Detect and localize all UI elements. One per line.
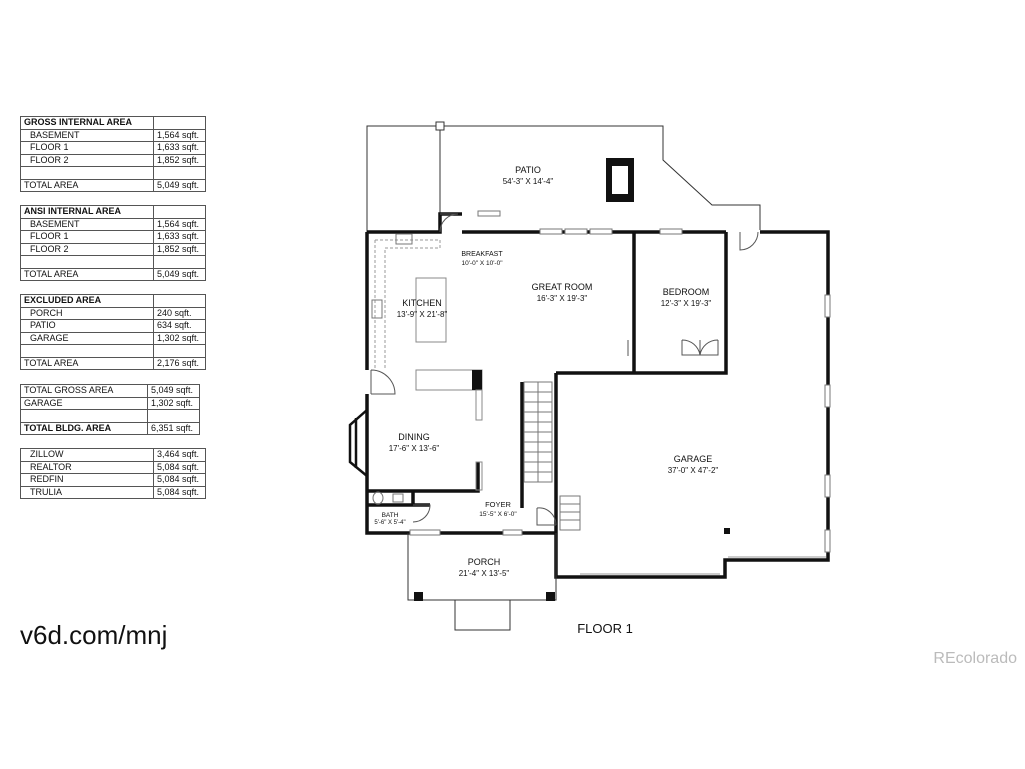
kitchen-counters <box>374 239 441 368</box>
porch-column <box>546 592 555 601</box>
room-name: PATIO <box>515 165 541 175</box>
room-dims: 12'-3" X 19'-3" <box>661 299 712 308</box>
room-name: FOYER <box>485 500 511 509</box>
room-name: PORCH <box>468 557 501 567</box>
windows <box>409 210 831 553</box>
room-dims: 15'-5" X 6'-0" <box>479 511 517 518</box>
room-name: KITCHEN <box>402 298 442 308</box>
total-value: 5,049 sqft. <box>153 267 206 281</box>
room-name: BREAKFAST <box>461 251 503 258</box>
total-label: TOTAL AREA <box>20 267 154 281</box>
room-dims: 5'-6" X 5'-4" <box>374 520 405 526</box>
garage-post <box>724 528 730 534</box>
exterior-walls <box>365 212 830 579</box>
total-bldg-label: TOTAL BLDG. AREA <box>20 421 148 435</box>
pantry-counter <box>415 369 483 491</box>
dining-bay-window <box>348 409 368 477</box>
porch-column <box>414 592 423 601</box>
room-dims: 54'-3" X 14'-4" <box>503 177 554 186</box>
room-dims: 21'-4" X 13'-5" <box>459 569 510 578</box>
row-value: 240 sqft. <box>153 306 206 320</box>
total-value: 5,049 sqft. <box>153 178 206 192</box>
stairs <box>523 381 581 531</box>
room-dims: 37'-0" X 47'-2" <box>668 466 719 475</box>
site-label: TRULIA <box>20 485 154 499</box>
room-dims: 10'-0" X 10'-0" <box>461 260 503 267</box>
doors <box>370 213 759 526</box>
fireplace <box>606 158 634 202</box>
site-value: 5,084 sqft. <box>153 485 206 499</box>
patio-outline <box>366 121 761 232</box>
room-name: GARAGE <box>674 454 713 464</box>
total-label: TOTAL AREA <box>20 178 154 192</box>
porch-outline <box>407 533 557 631</box>
row-value: 1,302 sqft. <box>153 331 206 345</box>
bath-fixtures <box>372 491 404 505</box>
room-name: GREAT ROOM <box>532 282 593 292</box>
room-name: DINING <box>398 432 430 442</box>
room-dims: 16'-3" X 19'-3" <box>537 294 588 303</box>
kitchen-island <box>415 277 447 343</box>
total-value: 2,176 sqft. <box>153 356 206 370</box>
floor-label: FLOOR 1 <box>577 621 633 636</box>
listing-credit: REcolorado <box>933 650 1017 667</box>
stove-icon <box>371 299 383 319</box>
room-name: BATH <box>382 512 399 519</box>
kitchen-sink <box>395 233 413 245</box>
garage-door <box>580 556 826 575</box>
website-watermark: v6d.com/mnj <box>20 620 168 650</box>
total-bldg-value: 6,351 sqft. <box>147 421 200 435</box>
room-dims: 17'-6" X 13'-6" <box>389 444 440 453</box>
room-name: BEDROOM <box>663 287 710 297</box>
room-dims: 13'-9" X 21'-8" <box>397 310 448 319</box>
